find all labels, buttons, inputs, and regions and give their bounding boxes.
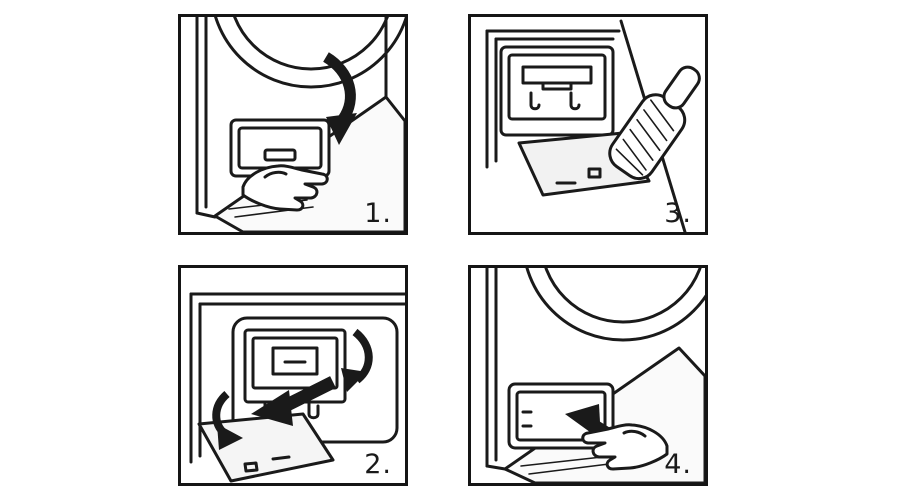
hand-icon bbox=[241, 164, 329, 212]
brush-bristles bbox=[615, 99, 675, 176]
rotate-arrow-right-icon bbox=[341, 328, 373, 392]
step4-illustration bbox=[485, 268, 705, 483]
down-arrow-icon bbox=[322, 52, 357, 145]
step-panel-1: 1. bbox=[178, 14, 408, 235]
step-number-1: 1. bbox=[364, 198, 392, 229]
filter-brush-icon bbox=[608, 65, 701, 181]
step1-illustration bbox=[195, 17, 405, 232]
pull-out-arrow-icon bbox=[251, 376, 336, 426]
step2-illustration bbox=[189, 292, 405, 483]
step3-illustration bbox=[485, 19, 701, 232]
hand-icon bbox=[581, 423, 669, 471]
dryer-door-arcs bbox=[214, 17, 405, 89]
dryer-body-edges bbox=[485, 268, 507, 471]
step-number-4: 4. bbox=[664, 449, 692, 480]
dryer-door-arcs bbox=[525, 268, 705, 342]
filter-opening bbox=[499, 45, 615, 137]
rotate-arrow-left-icon bbox=[212, 390, 243, 450]
step-panel-3: 3. bbox=[468, 14, 708, 235]
step-panel-4: 4. bbox=[468, 265, 708, 486]
dryer-body-edges bbox=[195, 17, 388, 219]
step-panel-2: 2. bbox=[178, 265, 408, 486]
dryer-base-edges bbox=[189, 292, 405, 464]
filter-opening bbox=[243, 328, 347, 404]
step-number-3: 3. bbox=[664, 198, 692, 229]
step-number-2: 2. bbox=[364, 449, 392, 480]
